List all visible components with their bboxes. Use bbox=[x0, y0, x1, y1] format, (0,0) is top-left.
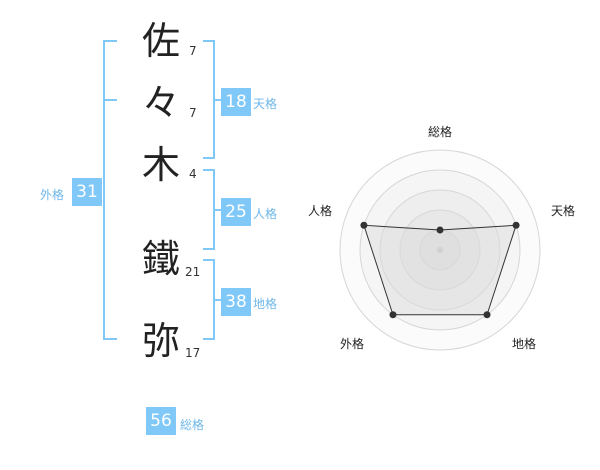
radar-label-gaikaku: 外格 bbox=[340, 337, 365, 351]
radar-label-tenkaku: 天格 bbox=[551, 204, 576, 218]
radar-ring-3 bbox=[379, 189, 501, 311]
stroke-count-1: 7 bbox=[189, 44, 197, 58]
stroke-count-2: 7 bbox=[189, 106, 197, 120]
jinkaku-badge: 25 bbox=[221, 198, 251, 226]
gaikaku-badge: 31 bbox=[72, 178, 102, 206]
radar-point-0 bbox=[436, 226, 444, 234]
radar-ring-4 bbox=[359, 169, 521, 331]
name-char-3: 木 bbox=[142, 143, 181, 187]
stroke-count-4: 21 bbox=[185, 265, 201, 279]
radar-value-polygon bbox=[363, 224, 517, 316]
soukaku-label: 総格 bbox=[180, 418, 205, 432]
radar-point-4 bbox=[360, 221, 368, 229]
radar-point-1 bbox=[512, 221, 520, 229]
chikaku-label: 地格 bbox=[253, 297, 278, 311]
tenkaku-badge: 18 bbox=[221, 88, 251, 116]
radar-ring-5 bbox=[339, 149, 541, 351]
jinkaku-label: 人格 bbox=[253, 207, 278, 221]
radar-label-jinkaku: 人格 bbox=[308, 204, 333, 218]
radar-center-dot bbox=[437, 247, 443, 253]
tenkaku-bracket bbox=[203, 40, 215, 159]
chikaku-bracket bbox=[203, 259, 215, 340]
name-char-1: 佐 bbox=[142, 19, 181, 63]
gaikaku-bracket bbox=[103, 40, 117, 340]
name-char-5: 弥 bbox=[142, 319, 181, 363]
radar-point-3 bbox=[389, 311, 397, 319]
name-char-4: 鐵 bbox=[142, 237, 181, 281]
chikaku-badge: 38 bbox=[221, 288, 251, 316]
radar-label-soukaku: 総格 bbox=[428, 125, 453, 139]
gaikaku-label: 外格 bbox=[40, 188, 65, 202]
radar-point-2 bbox=[483, 311, 491, 319]
tenkaku-label: 天格 bbox=[253, 97, 278, 111]
name-char-2: 々 bbox=[142, 81, 181, 125]
radar-ring-2 bbox=[399, 209, 481, 291]
stroke-count-3: 4 bbox=[189, 167, 197, 181]
radar-ring-1 bbox=[419, 229, 461, 271]
soukaku-badge: 56 bbox=[146, 407, 176, 435]
radar-label-chikaku: 地格 bbox=[512, 337, 537, 351]
stroke-count-5: 17 bbox=[185, 346, 201, 360]
jinkaku-bracket bbox=[203, 169, 215, 250]
